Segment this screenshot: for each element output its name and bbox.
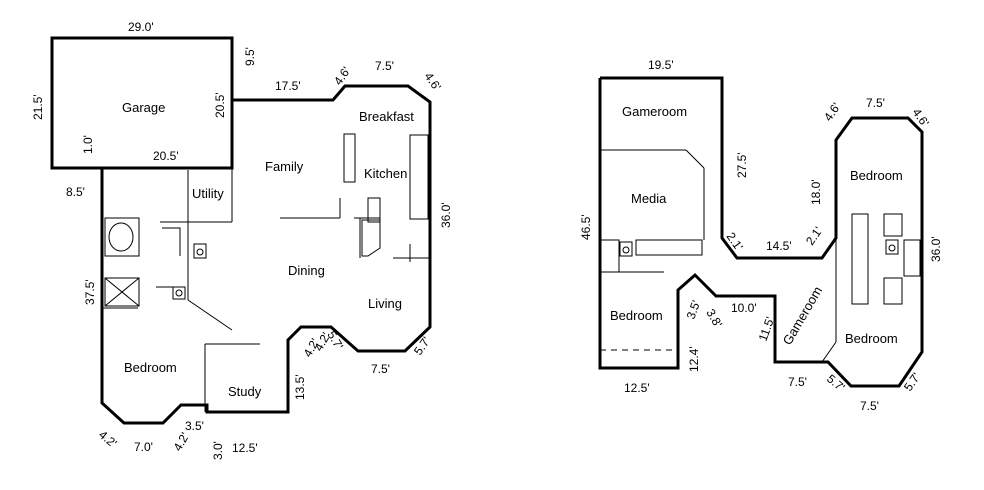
tub-fixture <box>600 239 620 273</box>
dim-bottom-chamfer-mid: 4.2' <box>170 430 192 453</box>
dim-top-chamfer-right: 4.6' <box>422 70 444 94</box>
kitchen-island <box>343 133 356 183</box>
dim-top-chamfer-left: 4.6' <box>331 64 353 88</box>
dim-left-side: 37.5' <box>83 279 97 305</box>
shower-stall <box>104 277 140 307</box>
first-floor-fixtures <box>104 133 429 307</box>
dim-garage-inner: 1.0' <box>81 135 95 154</box>
dim-sf-notch-top: 10.0' <box>731 301 757 315</box>
dim-living-chamfer: 5.7' <box>411 334 433 358</box>
dim-sf-notch-b: 3.8' <box>703 307 725 330</box>
room-breakfast: Breakfast <box>359 109 414 124</box>
room-garage: Garage <box>122 100 165 115</box>
dim-bottom-step: 3.5' <box>185 419 204 433</box>
bath-tub-2 <box>903 239 921 277</box>
dim-notch-bottom: 7.5' <box>371 362 390 376</box>
dim-left-step: 8.5' <box>66 185 85 199</box>
dim-sf-right-side: 36.0' <box>929 236 943 262</box>
room-study: Study <box>228 384 262 399</box>
dim-right-side: 36.0' <box>439 202 453 228</box>
dim-sf-right-upper: 18.0' <box>809 179 823 205</box>
room-living: Living <box>368 296 402 311</box>
dim-bottom-chamfer-left: 4.2' <box>96 428 120 451</box>
vanity-counter <box>162 227 181 256</box>
closet-2 <box>883 213 903 237</box>
dim-sf-chamfer-small-left: 2.1' <box>724 230 746 254</box>
room-dining: Dining <box>288 263 325 278</box>
dim-top-run: 17.5' <box>275 79 301 93</box>
room-bedroom-top-right: Bedroom <box>850 168 903 183</box>
dim-sf-bottom-right: 7.5' <box>860 399 879 413</box>
dim-notch-chamfer-c: 5.7' <box>324 329 346 352</box>
second-floor-plan: Gameroom Media Bedroom Bedroom Bedroom G… <box>579 58 943 413</box>
dim-sf-chamfer-small-right: 2.1' <box>803 224 825 248</box>
second-floor-interior <box>600 149 921 363</box>
toilet-icon <box>193 243 207 259</box>
dim-sf-left: 46.5' <box>579 214 593 240</box>
dim-bottom-left: 7.0' <box>134 440 153 454</box>
dim-sf-chamfer-tr: 4.6' <box>910 106 932 130</box>
dim-garage-bottom: 20.5' <box>153 149 179 163</box>
dim-sf-gameroom-right: 27.5' <box>735 152 749 178</box>
dim-sf-bedroom-right: 12.4' <box>687 346 701 372</box>
dim-sf-bottom-mid: 7.5' <box>788 375 807 389</box>
dim-garage-top: 29.0' <box>128 20 154 34</box>
dim-sf-right-top: 7.5' <box>866 96 885 110</box>
room-bedroom: Bedroom <box>124 360 177 375</box>
stair-landing <box>367 197 381 223</box>
interior-walls <box>102 168 430 412</box>
room-family: Family <box>265 159 304 174</box>
dim-sf-bottom-chamfer-r: 5.7' <box>901 370 923 394</box>
room-bedroom-left: Bedroom <box>610 308 663 323</box>
second-floor-dimensions: 19.5' 46.5' 27.5' 2.1' 14.5' 2.1' 18.0' … <box>579 58 943 413</box>
dim-study-right: 13.5' <box>293 374 307 400</box>
toilet-icon-2 <box>172 286 186 300</box>
room-utility: Utility <box>192 186 224 201</box>
dim-sf-bottom-chamfer-l: 5.7' <box>824 372 848 395</box>
room-media: Media <box>631 191 667 206</box>
first-floor-dimensions: 29.0' 21.5' 20.5' 1.0' 20.5' 9.5' 17.5' … <box>31 20 453 460</box>
dim-garage-right-ext: 9.5' <box>243 47 257 66</box>
dim-sf-top: 19.5' <box>648 58 674 72</box>
media-cabinet <box>635 239 703 256</box>
closet-3 <box>883 277 903 305</box>
dim-bottom-study: 12.5' <box>232 441 258 455</box>
dim-garage-right: 20.5' <box>213 92 227 118</box>
dim-bottom-step-down: 3.0' <box>211 441 225 460</box>
dim-top-center: 7.5' <box>375 59 394 73</box>
first-floor-plan: Garage Family Utility Breakfast Kitchen … <box>31 20 453 460</box>
bathtub-basin <box>108 222 134 252</box>
closet-1 <box>851 213 869 305</box>
toilet-icon-3 <box>619 241 633 257</box>
dim-sf-chamfer-tl: 4.6' <box>821 100 843 124</box>
toilet-icon-4 <box>885 239 899 255</box>
house-exterior-wall <box>100 84 432 425</box>
second-floor-left-wall <box>598 76 924 388</box>
kitchen-peninsula <box>361 219 381 257</box>
room-kitchen: Kitchen <box>364 166 407 181</box>
room-gameroom-diag: Gameroom <box>780 284 826 348</box>
dim-sf-notch-a: 3.5' <box>684 298 704 321</box>
dim-sf-bottom-left: 12.5' <box>624 381 650 395</box>
dim-sf-connector: 14.5' <box>766 239 792 253</box>
room-gameroom-top: Gameroom <box>622 104 687 119</box>
dim-garage-left: 21.5' <box>31 94 45 120</box>
kitchen-counter <box>409 134 429 220</box>
bathtub <box>104 217 140 257</box>
room-bedroom-bottom-right: Bedroom <box>845 331 898 346</box>
